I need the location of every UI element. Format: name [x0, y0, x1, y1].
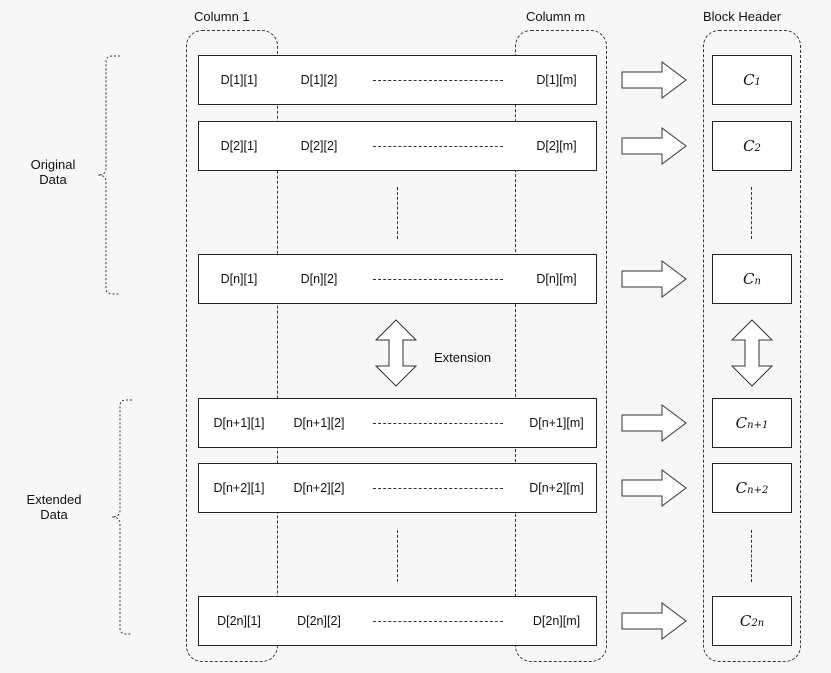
extension-arrow-icon [374, 319, 418, 387]
original-data-label: Original Data [30, 157, 76, 187]
block-header-group [703, 30, 801, 662]
commitment-symbol: C [739, 612, 752, 630]
rows-ellipsis-lower [397, 530, 398, 582]
data-row: D[n][1]D[n][2]D[n][m] [198, 254, 597, 304]
header-ellipsis-lower [751, 530, 752, 582]
cell-column-m: D[2][m] [517, 122, 596, 170]
cell-column-2: D[n+1][2] [279, 399, 360, 447]
row-ellipsis-line [373, 621, 503, 622]
right-arrow-icon [621, 260, 687, 298]
data-row: D[2n][1]D[2n][2] D[2n][m] [198, 596, 597, 646]
commitment-symbol: C [743, 270, 755, 288]
commitment-subscript: n+2 [747, 484, 769, 496]
cell-column-m: D[n][m] [517, 255, 596, 303]
column-m-group [515, 30, 607, 662]
commitment-subscript: n+1 [747, 419, 769, 431]
cell-column-1: D[1][1] [199, 56, 280, 104]
row-ellipsis-line [373, 423, 503, 424]
cell-column-1: D[n+1][1] [199, 399, 280, 447]
row-ellipsis-line [373, 488, 503, 489]
right-arrow-icon [621, 602, 687, 640]
cell-column-2: D[2n][2] [279, 597, 360, 645]
extended-data-brace [111, 399, 132, 635]
rows-ellipsis-upper [397, 187, 398, 239]
block-header-title: Block Header [703, 9, 782, 24]
cell-column-2: D[1][2] [279, 56, 360, 104]
cell-column-m: D[n+1][m] [517, 399, 596, 447]
commitment-subscript: 2n [751, 617, 765, 629]
right-arrow-icon [621, 61, 687, 99]
cell-column-2: D[2][2] [279, 122, 360, 170]
cell-column-1: D[2][1] [199, 122, 280, 170]
commitment-subscript: 2 [754, 142, 761, 154]
column-1-header: Column 1 [194, 9, 250, 24]
extended-data-label: Extended Data [26, 492, 82, 522]
cell-column-1: D[2n][1] [199, 597, 280, 645]
commitment-symbol: C [735, 414, 748, 432]
data-row: D[n+2][1]D[n+2][2] D[n+2][m] [198, 463, 597, 513]
header-extension-arrow-icon [730, 319, 774, 387]
column-m-header: Column m [526, 9, 586, 24]
cell-column-m: D[2n][m] [517, 597, 596, 645]
right-arrow-icon [621, 469, 687, 507]
cell-column-2: D[n+2][2] [279, 464, 360, 512]
right-arrow-icon [621, 127, 687, 165]
row-ellipsis-line [373, 146, 503, 147]
cell-column-m: D[n+2][m] [517, 464, 596, 512]
row-ellipsis-line [373, 279, 503, 280]
commitment-subscript: 1 [754, 76, 761, 88]
commitment-subscript: n [754, 275, 761, 287]
data-row: D[n+1][1]D[n+1][2] D[n+1][m] [198, 398, 597, 448]
commitment-symbol: C [743, 137, 755, 155]
right-arrow-icon [621, 404, 687, 442]
commitment-symbol: C [743, 71, 755, 89]
column-1-group [186, 30, 278, 662]
data-row: D[1][1]D[1][2] D[1][m] [198, 55, 597, 105]
header-ellipsis-upper [751, 187, 752, 239]
commitment-symbol: C [735, 479, 748, 497]
data-row: D[2][1]D[2][2] D[2][m] [198, 121, 597, 171]
row-ellipsis-line [373, 80, 503, 81]
extension-label: Extension [434, 350, 492, 365]
cell-column-m: D[1][m] [517, 56, 596, 104]
cell-column-1: D[n+2][1] [199, 464, 280, 512]
cell-column-1: D[n][1] [199, 255, 280, 303]
original-data-brace [97, 55, 120, 295]
